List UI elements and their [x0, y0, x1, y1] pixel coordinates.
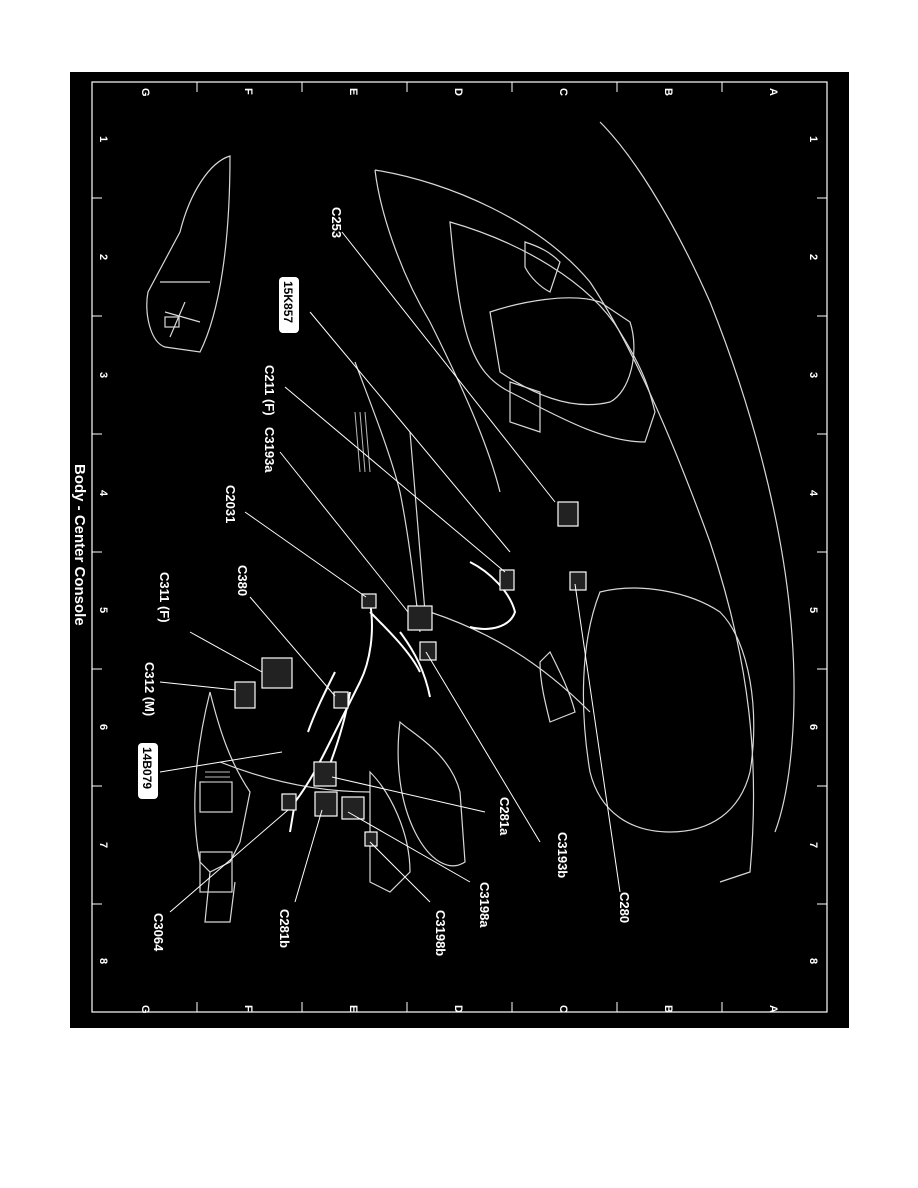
grid-number-left: 6 — [97, 724, 109, 730]
grid-label-top: D — [452, 88, 464, 96]
connector-label-c3193b: C3193b — [555, 832, 570, 878]
connector-shapes — [234, 501, 587, 847]
connector-label-c3064: C3064 — [151, 913, 166, 952]
connector-label-c211f: C211 (F) — [262, 365, 277, 416]
connector-label-c380: C380 — [235, 565, 250, 596]
connector-label-c280: C280 — [617, 892, 632, 923]
grid-label-top: C — [557, 88, 569, 96]
grid-number-right: 7 — [807, 842, 819, 848]
diagram-title: Body - Center Console — [71, 464, 88, 626]
grid-cols-left: 1 2 3 4 5 6 7 8 — [97, 136, 109, 964]
grid-number-left: 2 — [97, 254, 109, 260]
grid-label-top: E — [347, 88, 359, 95]
grid-label-bottom: D — [452, 1005, 464, 1013]
grid-label-top: A — [767, 88, 779, 96]
grid-number-right: 4 — [807, 490, 819, 497]
diagram-panel: A B C D E F G A B C D E F G 1 2 3 4 5 6 … — [70, 72, 849, 1028]
grid-number-left: 4 — [97, 490, 109, 497]
grid-number-left: 3 — [97, 372, 109, 378]
grid-number-right: 2 — [807, 254, 819, 260]
grid-frame — [91, 81, 828, 1013]
connector-label-c312m: C312 (M) — [142, 662, 157, 716]
grid-label-top: G — [139, 88, 151, 97]
wiring-diagram: A B C D E F G A B C D E F G 1 2 3 4 5 6 … — [71, 81, 828, 1014]
part-number-14b079: 14B079 — [140, 747, 154, 789]
grid-label-bottom: F — [242, 1005, 254, 1012]
grid-rows-top: A B C D E F G — [139, 88, 779, 97]
grid-label-top: B — [662, 88, 674, 96]
grid-number-right: 1 — [807, 136, 819, 142]
grid-number-right: 6 — [807, 724, 819, 730]
connector-label-c253: C253 — [329, 207, 344, 238]
grid-number-left: 1 — [97, 136, 109, 142]
dashboard-outline — [194, 121, 795, 923]
grid-cols-right: 1 2 3 4 5 6 7 8 — [807, 136, 819, 964]
connector-label-c3198a: C3198a — [477, 882, 492, 928]
grid-label-bottom: G — [139, 1005, 151, 1014]
grid-number-right: 5 — [807, 607, 819, 613]
connector-label-c3193a: C3193a — [262, 427, 277, 473]
part-number-15k857: 15K857 — [281, 281, 295, 323]
grid-label-bottom: A — [767, 1005, 779, 1013]
grid-label-bottom: C — [557, 1005, 569, 1013]
vehicle-thumbnail — [146, 155, 231, 353]
grid-label-bottom: E — [347, 1005, 359, 1012]
grid-number-left: 5 — [97, 607, 109, 613]
grid-number-left: 7 — [97, 842, 109, 848]
grid-number-right: 8 — [807, 958, 819, 964]
grid-number-left: 8 — [97, 958, 109, 964]
part-number-badge-14b079: 14B079 — [138, 743, 158, 799]
leader-lines — [159, 231, 621, 913]
connector-label-c281a: C281a — [497, 797, 512, 836]
connector-label-c281b: C281b — [277, 909, 292, 948]
grid-label-bottom: B — [662, 1005, 674, 1013]
part-number-badge-15k857: 15K857 — [279, 277, 299, 333]
vent-grille — [205, 411, 371, 783]
connector-label-c3198b: C3198b — [433, 910, 448, 956]
grid-rows-bottom: A B C D E F G — [139, 1005, 779, 1014]
grid-label-top: F — [242, 88, 254, 95]
connector-label-c311f: C311 (F) — [157, 572, 172, 623]
connector-label-c2031: C2031 — [223, 485, 238, 523]
grid-ticks — [92, 82, 827, 1012]
grid-number-right: 3 — [807, 372, 819, 378]
